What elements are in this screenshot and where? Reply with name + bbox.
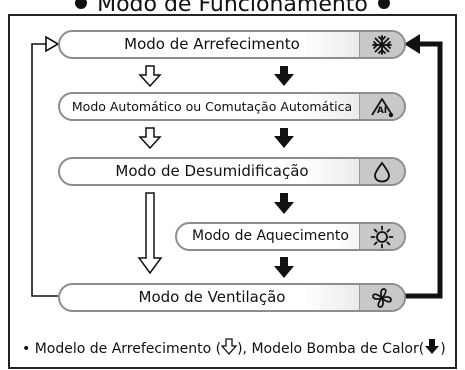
diagram-title-text: Modo de Funcionamento (97, 0, 368, 17)
solid-arrow-1-icon (274, 66, 294, 86)
legend-outline-arrow-icon (220, 338, 238, 355)
legend-footnote: • Modelo de Arrefecimento ( ), Modelo Bom… (22, 338, 446, 358)
solid-arrow-4-icon (274, 257, 294, 278)
mode-auto-label: Modo Automático ou Comutação Automática (71, 99, 353, 114)
sun-icon (359, 224, 404, 249)
right-return-loop (405, 41, 443, 299)
mode-ventilation-label: Modo de Ventilação (138, 288, 286, 306)
mode-heating-label: Modo de Aquecimento (192, 228, 349, 244)
outline-arrow-long-icon (137, 192, 163, 275)
svg-text:AI: AI (377, 106, 387, 116)
legend-middle: ), Modelo Bomba de Calor( (237, 341, 425, 357)
mode-cooling-label: Modo de Arrefecimento (124, 35, 300, 53)
fan-icon (359, 285, 404, 310)
left-return-loop (31, 43, 58, 297)
legend-solid-arrow-icon (425, 339, 440, 354)
right-return-arrowhead-icon (404, 34, 420, 54)
title-bullet-right-icon (377, 0, 390, 9)
mode-ventilation: Modo de Ventilação (58, 283, 406, 312)
mode-dehumidify: Modo de Desumidificação (58, 157, 406, 186)
auto-ai-icon: AI (359, 94, 404, 119)
mode-dehumidify-label: Modo de Desumidificação (115, 162, 309, 180)
outline-arrow-1-icon (138, 65, 162, 88)
outline-arrow-2-icon (138, 127, 162, 150)
diagram-title: Modo de Funcionamento (0, 0, 465, 20)
solid-arrow-3-icon (274, 193, 294, 214)
legend-suffix: ) (440, 341, 446, 357)
water-drop-icon (359, 159, 404, 184)
mode-heating: Modo de Aquecimento (175, 222, 406, 251)
legend-prefix: • Modelo de Arrefecimento ( (22, 341, 222, 357)
left-return-arrowhead-icon (45, 35, 60, 53)
mode-auto: Modo Automático ou Comutação Automática … (58, 92, 406, 121)
snowflake-icon (359, 32, 404, 57)
mode-cooling: Modo de Arrefecimento (58, 30, 406, 59)
title-bullet-left-icon (75, 0, 88, 9)
solid-arrow-2-icon (274, 128, 294, 148)
diagram-frame (8, 14, 457, 369)
